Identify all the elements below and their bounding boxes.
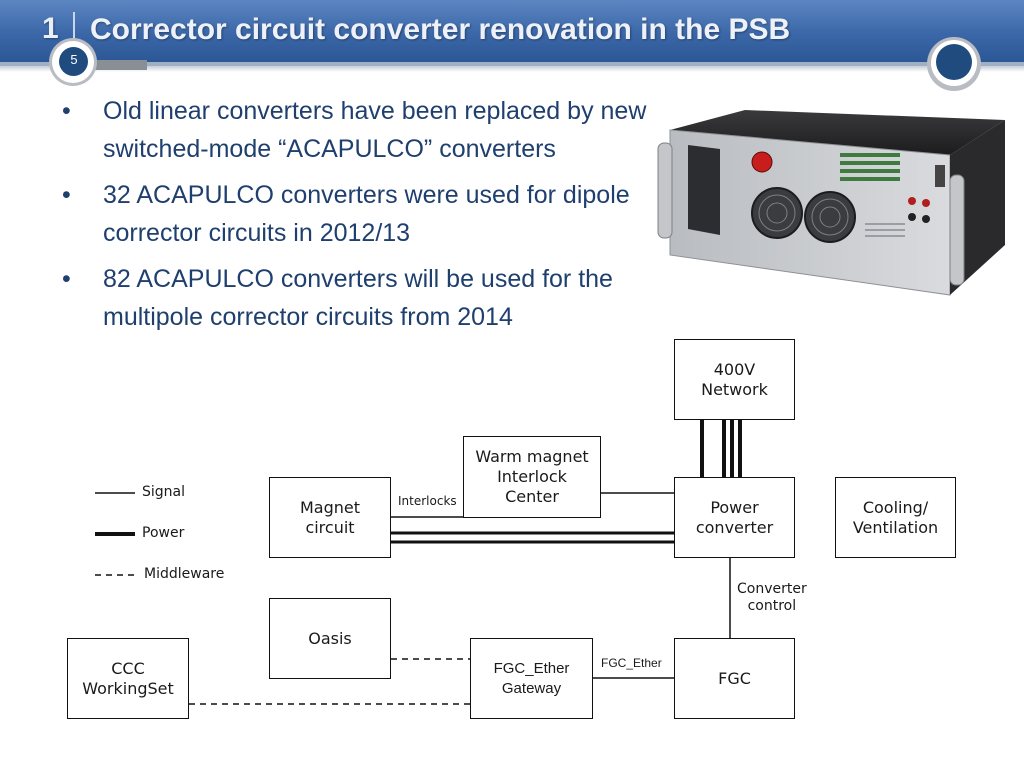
cooling-box: Cooling/Ventilation <box>835 477 956 558</box>
handle-right <box>949 174 965 286</box>
converter-control-line1: Converter <box>737 581 807 597</box>
interlock-label-line2: Interlock <box>497 467 567 486</box>
oasis-box: Oasis <box>269 598 391 679</box>
led-panel <box>840 153 900 181</box>
gateway-label-line2: Gateway <box>501 679 562 697</box>
bullet-list: • Old linear converters have been replace… <box>62 92 662 344</box>
bullet-text: Old linear converters have been replaced… <box>103 97 647 163</box>
cooling-label-line2: Ventilation <box>852 517 939 537</box>
bullet-dot-icon: • <box>62 181 71 209</box>
fgc-box: FGC <box>674 638 795 719</box>
interlocks-label: Interlocks <box>398 494 457 508</box>
interlock-label-line1: Warm magnet <box>475 447 589 466</box>
bullet-item: • Old linear converters have been replace… <box>62 92 662 168</box>
legend-power-label: Power <box>142 525 185 541</box>
title-bar <box>0 0 1024 66</box>
interlock-label-line3: Center <box>505 487 559 506</box>
title-bar-shadow <box>0 66 1024 72</box>
oasis-label: Oasis <box>308 628 352 648</box>
handle-left <box>657 142 673 239</box>
magnet-label-line2: circuit <box>305 517 355 537</box>
bullet-text: 32 ACAPULCO converters were used for dip… <box>103 181 630 247</box>
corner-badge <box>936 44 972 80</box>
slide-title: Corrector circuit converter renovation i… <box>90 13 791 46</box>
bullet-item: • 32 ACAPULCO converters were used for di… <box>62 176 662 252</box>
page-badge <box>59 47 88 76</box>
network-label-line1: 400V <box>713 359 756 379</box>
network-label-line2: Network <box>701 379 768 399</box>
bullet-item: • 82 ACAPULCO converters will be used for… <box>62 260 662 336</box>
converter-label-line1: Power <box>710 497 759 517</box>
card-slot <box>688 145 720 235</box>
page-number: 5 <box>70 52 78 67</box>
converter-label-line2: converter <box>695 517 774 537</box>
magnet-label-line1: Magnet <box>299 497 361 517</box>
bullet-dot-icon: • <box>62 265 71 293</box>
converter-control-line2: control <box>747 598 797 614</box>
chassis-top <box>670 110 1005 155</box>
converter-control-label: Converter control <box>737 581 807 615</box>
bullet-text: 82 ACAPULCO converters will be used for … <box>103 265 613 331</box>
gateway-label-line1: FGC_Ether <box>493 659 570 677</box>
connector <box>935 165 945 187</box>
legend-middleware-label: Middleware <box>144 566 225 582</box>
legend-signal-label: Signal <box>142 484 186 500</box>
bullet-dot-icon: • <box>62 97 71 125</box>
fgc-ether-label: FGC_Ether <box>601 656 662 670</box>
vent-holes <box>865 223 905 237</box>
section-number: 1 <box>42 12 59 45</box>
fgc-label: FGC <box>718 668 751 688</box>
converter-photo <box>657 110 1005 296</box>
header-tab <box>67 60 147 70</box>
emergency-button <box>751 151 773 173</box>
ccc-label-line1: CCC <box>111 658 145 678</box>
ccc-label-line2: WorkingSet <box>82 678 174 698</box>
cooling-label-line1: Cooling/ <box>862 497 929 517</box>
section-separator <box>73 12 75 46</box>
